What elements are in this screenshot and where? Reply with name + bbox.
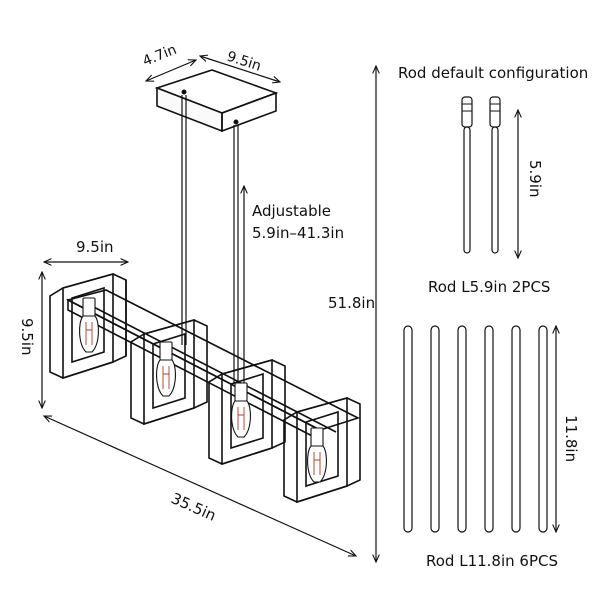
bulb-2 (156, 341, 176, 397)
short-rod-caption: Rod L5.9in 2PCS (428, 278, 550, 296)
bulb-4 (307, 427, 327, 483)
frame-width-dimension: 9.5in (44, 238, 128, 262)
frame-width-label: 9.5in (76, 238, 114, 256)
long-rod-caption: Rod L11.8in 6PCS (426, 552, 558, 570)
long-rod-length-label: 11.8in (562, 415, 580, 462)
light-frame-1 (49, 272, 127, 380)
short-rod-1 (461, 96, 473, 254)
total-height-dimension: 51.8in (328, 66, 376, 562)
bulb-1 (79, 297, 99, 353)
rod-panel-title: Rod default configuration (398, 64, 588, 82)
adjustable-dimension: Adjustable 5.9in–41.3in (244, 186, 344, 392)
long-rod-4 (484, 325, 494, 533)
long-rods (403, 325, 548, 533)
short-rods (461, 96, 501, 254)
short-rod-dimension: 5.9in (518, 110, 544, 258)
bulb-3 (231, 382, 251, 438)
short-rod-2 (489, 96, 501, 254)
long-rod-5 (511, 325, 521, 533)
long-rod-1 (403, 325, 413, 533)
light-frame-2 (130, 318, 208, 426)
adjustable-label: Adjustable (252, 202, 331, 220)
total-length-label: 35.5in (168, 489, 218, 525)
long-rod-3 (457, 325, 467, 533)
long-rod-2 (430, 325, 440, 533)
frame-height-label: 9.5in (18, 318, 36, 356)
short-rod-length-label: 5.9in (526, 160, 544, 198)
long-rod-dimension: 11.8in (556, 326, 580, 532)
frame-height-dimension: 9.5in (18, 272, 42, 408)
long-rod-6 (538, 325, 548, 533)
canopy-width-dimension: 9.5in (200, 49, 280, 82)
hanging-rods (181, 95, 239, 383)
ceiling-canopy (154, 69, 279, 133)
total-height-label: 51.8in (328, 294, 375, 312)
total-length-dimension: 35.5in (44, 416, 356, 556)
adjustable-range-label: 5.9in–41.3in (252, 224, 344, 242)
canopy-depth-dimension: 4.7in (141, 42, 196, 81)
canopy-depth-label: 4.7in (141, 42, 179, 70)
